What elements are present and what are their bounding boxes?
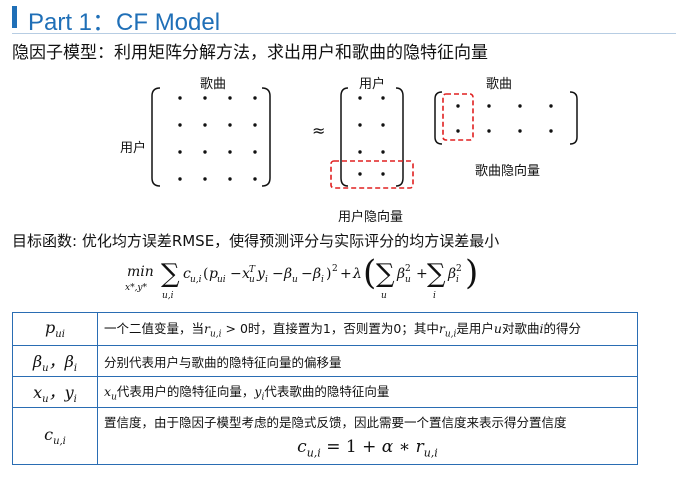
svg-text:∑: ∑ xyxy=(161,259,180,289)
objective-formula-svg: min x*,y* ∑ u,i c u,i ( p ui − x T u y i… xyxy=(125,253,478,301)
user-matrix-left-bracket xyxy=(340,87,349,187)
symbol-cell: βu，βi xyxy=(12,345,98,377)
title-accent-bar xyxy=(12,6,17,28)
notation-table: pui 一个二值变量，当ru,i > 0时，直接置为1，否则置为0；其中ru,i… xyxy=(12,312,638,465)
svg-text:min: min xyxy=(127,264,154,280)
objective-formula: min x*,y* ∑ u,i c u,i ( p ui − x T u y i… xyxy=(125,250,545,310)
description-cell: 置信度，由于隐因子模型考虑的是隐式反馈，因此需要一个置信度来表示得分置信度 cu… xyxy=(97,407,638,465)
approx-symbol: ≈ xyxy=(312,121,326,140)
svg-text:x*,y*: x*,y* xyxy=(125,283,148,293)
svg-text:p: p xyxy=(209,266,218,282)
users-label-mid: 用户 xyxy=(359,77,386,92)
svg-text:u: u xyxy=(381,291,387,301)
svg-text:+: + xyxy=(416,266,428,282)
svg-text:2: 2 xyxy=(332,264,338,274)
svg-text:u,i: u,i xyxy=(162,291,174,301)
symbol-cell: xu，yi xyxy=(12,376,98,408)
song-vector-label: 歌曲隐向量 xyxy=(475,164,541,179)
svg-text:−: − xyxy=(272,266,284,282)
confidence-desc: 置信度，由于隐因子模型考虑的是隐式反馈，因此需要一个置信度来表示得分置信度 xyxy=(104,415,567,431)
table-row: xu，yi xu代表用户的隐特征向量，yi代表歌曲的隐特征向量 xyxy=(12,376,638,408)
svg-text:2: 2 xyxy=(456,264,462,274)
svg-text:T: T xyxy=(249,265,256,275)
svg-text:ui: ui xyxy=(217,275,226,285)
svg-text:β: β xyxy=(396,266,405,282)
svg-text:+: + xyxy=(340,266,352,282)
song-matrix-left-bracket xyxy=(434,91,443,145)
svg-text:∑: ∑ xyxy=(427,259,446,289)
svg-text:2: 2 xyxy=(405,264,411,274)
slide-header: Part 1：CF Model xyxy=(0,0,688,36)
user-matrix-right-bracket xyxy=(395,87,404,187)
table-row: cu,i 置信度，由于隐因子模型考虑的是隐式反馈，因此需要一个置信度来表示得分置… xyxy=(12,407,638,465)
slide-title: Part 1：CF Model xyxy=(28,9,221,36)
svg-text:β: β xyxy=(312,266,321,282)
song-vector-highlight xyxy=(442,93,474,141)
svg-text:): ) xyxy=(326,266,331,282)
objective-label: 目标函数: 优化均方误差RMSE，使得预测评分与实际评分的均方误差最小 xyxy=(12,232,500,250)
user-vector-highlight xyxy=(330,160,414,189)
svg-text:i: i xyxy=(265,275,268,285)
svg-text:(: ( xyxy=(203,266,208,282)
description-cell: 分别代表用户与歌曲的隐特征向量的偏移量 xyxy=(97,345,638,377)
svg-text:(: ( xyxy=(363,253,376,293)
svg-text:u,i: u,i xyxy=(190,275,202,285)
svg-text:∑: ∑ xyxy=(376,259,395,289)
svg-text:): ) xyxy=(465,253,478,293)
header-divider xyxy=(12,33,676,34)
svg-text:x: x xyxy=(242,266,250,282)
svg-text:u: u xyxy=(249,275,255,285)
user-vector-label: 用户隐向量 xyxy=(338,210,404,225)
matrix-factorization-figure xyxy=(151,87,578,189)
svg-text:λ: λ xyxy=(352,266,362,282)
songs-label-right: 歌曲 xyxy=(486,77,513,92)
svg-text:u: u xyxy=(292,275,298,285)
svg-text:β: β xyxy=(447,266,456,282)
symbol-cell: pui xyxy=(12,312,98,346)
svg-text:i: i xyxy=(321,275,324,285)
svg-text:u: u xyxy=(405,275,411,285)
intro-text: 隐因子模型：利用矩阵分解方法，求出用户和歌曲的隐特征向量 xyxy=(12,43,488,63)
symbol-cell: cu,i xyxy=(12,407,98,465)
users-label-left: 用户 xyxy=(120,141,147,156)
confidence-formula: cu,i = 1 + α ∗ ru,i xyxy=(297,437,438,460)
svg-text:−: − xyxy=(301,266,313,282)
description-cell: 一个二值变量，当ru,i > 0时，直接置为1，否则置为0；其中ru,i是用户u… xyxy=(97,312,638,346)
table-row: βu，βi 分别代表用户与歌曲的隐特征向量的偏移量 xyxy=(12,345,638,377)
songs-label-top: 歌曲 xyxy=(200,77,227,92)
description-cell: xu代表用户的隐特征向量，yi代表歌曲的隐特征向量 xyxy=(97,376,638,408)
table-row: pui 一个二值变量，当ru,i > 0时，直接置为1，否则置为0；其中ru,i… xyxy=(12,312,638,346)
rating-matrix-right-bracket xyxy=(261,87,271,187)
song-matrix-right-bracket xyxy=(569,91,578,145)
svg-text:y: y xyxy=(256,266,266,282)
svg-text:i: i xyxy=(456,275,459,285)
svg-text:−: − xyxy=(230,266,242,282)
svg-text:β: β xyxy=(283,266,292,282)
rating-matrix-left-bracket xyxy=(151,87,161,187)
svg-text:i: i xyxy=(433,291,436,301)
svg-text:c: c xyxy=(183,266,191,282)
